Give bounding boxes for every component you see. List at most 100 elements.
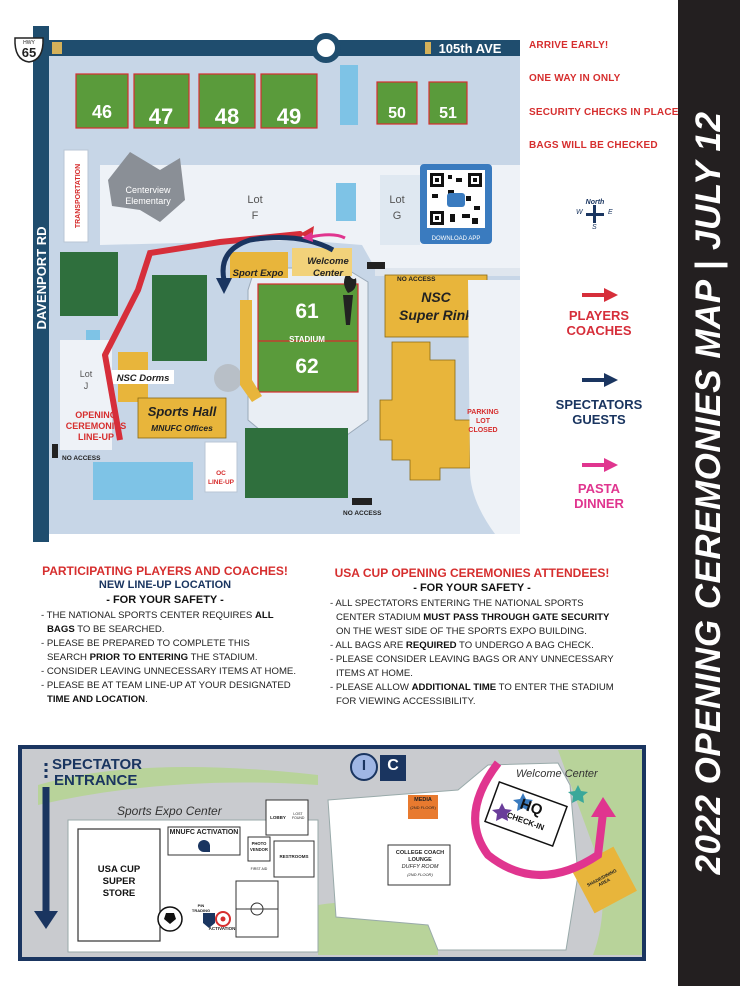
pond-north — [340, 65, 358, 125]
svg-text:LINE-UP: LINE-UP — [78, 432, 114, 442]
centerview-elementary — [108, 152, 185, 222]
note-bags: BAGS WILL BE CHECKED — [529, 140, 658, 151]
hq-checkin[interactable] — [484, 780, 568, 848]
pond-south — [93, 462, 193, 500]
side-title: 2022 OPENING CEREMONIES MAP | JULY 12 — [689, 111, 728, 875]
transportation-label: TRANSPORTATION — [75, 164, 82, 228]
svg-text:Center: Center — [313, 268, 344, 279]
note-one-way: ONE WAY IN ONLY — [529, 73, 621, 84]
coach-lounge-label: COLLEGE COACH LOUNGE DUFFY ROOM (2ND FLO… — [395, 850, 445, 877]
field-50: 50 — [388, 105, 406, 122]
super-store — [77, 828, 161, 942]
road-label-davenport: DAVENPORT RD — [34, 226, 49, 329]
info-i-label: I — [361, 757, 367, 774]
mnufc-offices-label: MNUFC Offices — [151, 423, 213, 433]
no-access-south: NO ACCESS — [343, 510, 382, 517]
road-105th — [40, 40, 520, 56]
parking-lot-closed — [468, 280, 520, 534]
pond-lot-g — [336, 183, 356, 221]
stadium — [247, 267, 369, 441]
svg-text:Welcome: Welcome — [307, 256, 349, 267]
field-46: 46 — [92, 102, 112, 122]
spectator-entrance-label: SPECTATOR ENTRANCE — [52, 756, 143, 789]
pasta-route — [309, 233, 346, 240]
campus-map: 105th AVE DAVENPORT RD HWY 65 46 47 48 4… — [14, 26, 520, 542]
players-subtitle: NEW LINE-UP LOCATION — [98, 579, 232, 591]
sports-hall-label: Sports Hall — [148, 404, 217, 419]
svg-text:CLOSED: CLOSED — [468, 427, 497, 434]
svg-text:J: J — [84, 381, 89, 391]
qr-code[interactable]: DOWNLOAD APP — [420, 164, 492, 244]
svg-text:F: F — [252, 210, 259, 222]
stadium-label: STADIUM — [289, 335, 325, 344]
players-safety: - FOR YOUR SAFETY - — [106, 594, 224, 606]
expo-center-label: Sports Expo Center — [117, 804, 222, 818]
field-center-west — [152, 275, 207, 361]
pasta-route-expo — [471, 760, 607, 879]
svg-text:G: G — [393, 210, 402, 222]
media-room — [408, 795, 438, 819]
svg-text:DOWNLOAD APP: DOWNLOAD APP — [432, 236, 481, 242]
lot-g-label: Lot — [389, 194, 404, 206]
sport-expo-building — [230, 252, 288, 278]
field-61: 61 — [295, 300, 319, 323]
highway-shield: HWY 65 — [14, 37, 44, 63]
torch-icon — [343, 272, 357, 325]
compass-north: North — [585, 199, 605, 206]
field-west — [60, 252, 118, 316]
field-49: 49 — [277, 104, 301, 129]
attendees-title: USA CUP OPENING CEREMONIES ATTENDEES! — [334, 566, 610, 580]
media-label: MEDIA(2ND FLOOR) — [410, 797, 436, 810]
svg-text:NSC: NSC — [421, 289, 451, 305]
star-icon — [492, 803, 512, 821]
svg-text:65: 65 — [22, 45, 36, 60]
note-security: SECURITY CHECKS IN PLACE — [529, 107, 679, 118]
svg-text:CEREMONIES: CEREMONIES — [66, 421, 127, 431]
spectators-route — [220, 235, 335, 281]
svg-text:Super Rink: Super Rink — [399, 307, 474, 323]
svg-text:LOT: LOT — [476, 418, 491, 425]
svg-text:Elementary: Elementary — [125, 196, 171, 206]
concessions-icon — [380, 755, 406, 781]
players-title: PARTICIPATING PLAYERS AND COACHES! — [42, 564, 288, 578]
attendees-bullets: - ALL SPECTATORS ENTERING THE NATIONAL S… — [330, 598, 614, 707]
no-access-north: NO ACCESS — [397, 276, 436, 283]
top-fields — [75, 73, 468, 129]
legend-arrows — [582, 288, 618, 472]
star-icon — [513, 793, 533, 811]
svg-text:LINE-UP: LINE-UP — [208, 479, 235, 486]
svg-text:PARKING: PARKING — [467, 409, 499, 416]
side-banner — [678, 0, 740, 986]
info-icon — [350, 753, 378, 781]
field-47: 47 — [149, 104, 173, 129]
opening-lineup-label: OPENING — [75, 410, 117, 420]
field-51: 51 — [439, 105, 457, 122]
players-bullets: - THE NATIONAL SPORTS CENTER REQUIRES AL… — [41, 610, 296, 705]
field-62: 62 — [295, 355, 318, 378]
roundabout — [311, 33, 341, 63]
svg-text:Sport Expo: Sport Expo — [233, 268, 284, 279]
attendees-safety: - FOR YOUR SAFETY - — [413, 582, 531, 594]
coach-lounge — [387, 844, 451, 886]
road-davenport — [33, 26, 49, 542]
nsc-dorms-label: NSC Dorms — [117, 373, 170, 384]
welcome-center-building — [292, 248, 352, 276]
field-south — [245, 428, 348, 498]
welcome-center-label: Welcome Center — [516, 768, 598, 780]
expo-map — [18, 745, 646, 961]
road-label-105th: 105th AVE — [439, 41, 502, 56]
mnufc-logo-icon — [198, 840, 210, 852]
svg-text:Centerview: Centerview — [125, 185, 171, 195]
svg-text:Lot: Lot — [80, 369, 93, 379]
star-icon — [568, 785, 588, 803]
shield-icon — [203, 913, 215, 928]
oc-lineup-label: OC — [216, 470, 226, 477]
svg-text:HWY: HWY — [23, 40, 35, 46]
info-c-label: C — [387, 757, 399, 774]
field-48: 48 — [215, 104, 239, 129]
no-access-west: NO ACCESS — [62, 455, 101, 462]
